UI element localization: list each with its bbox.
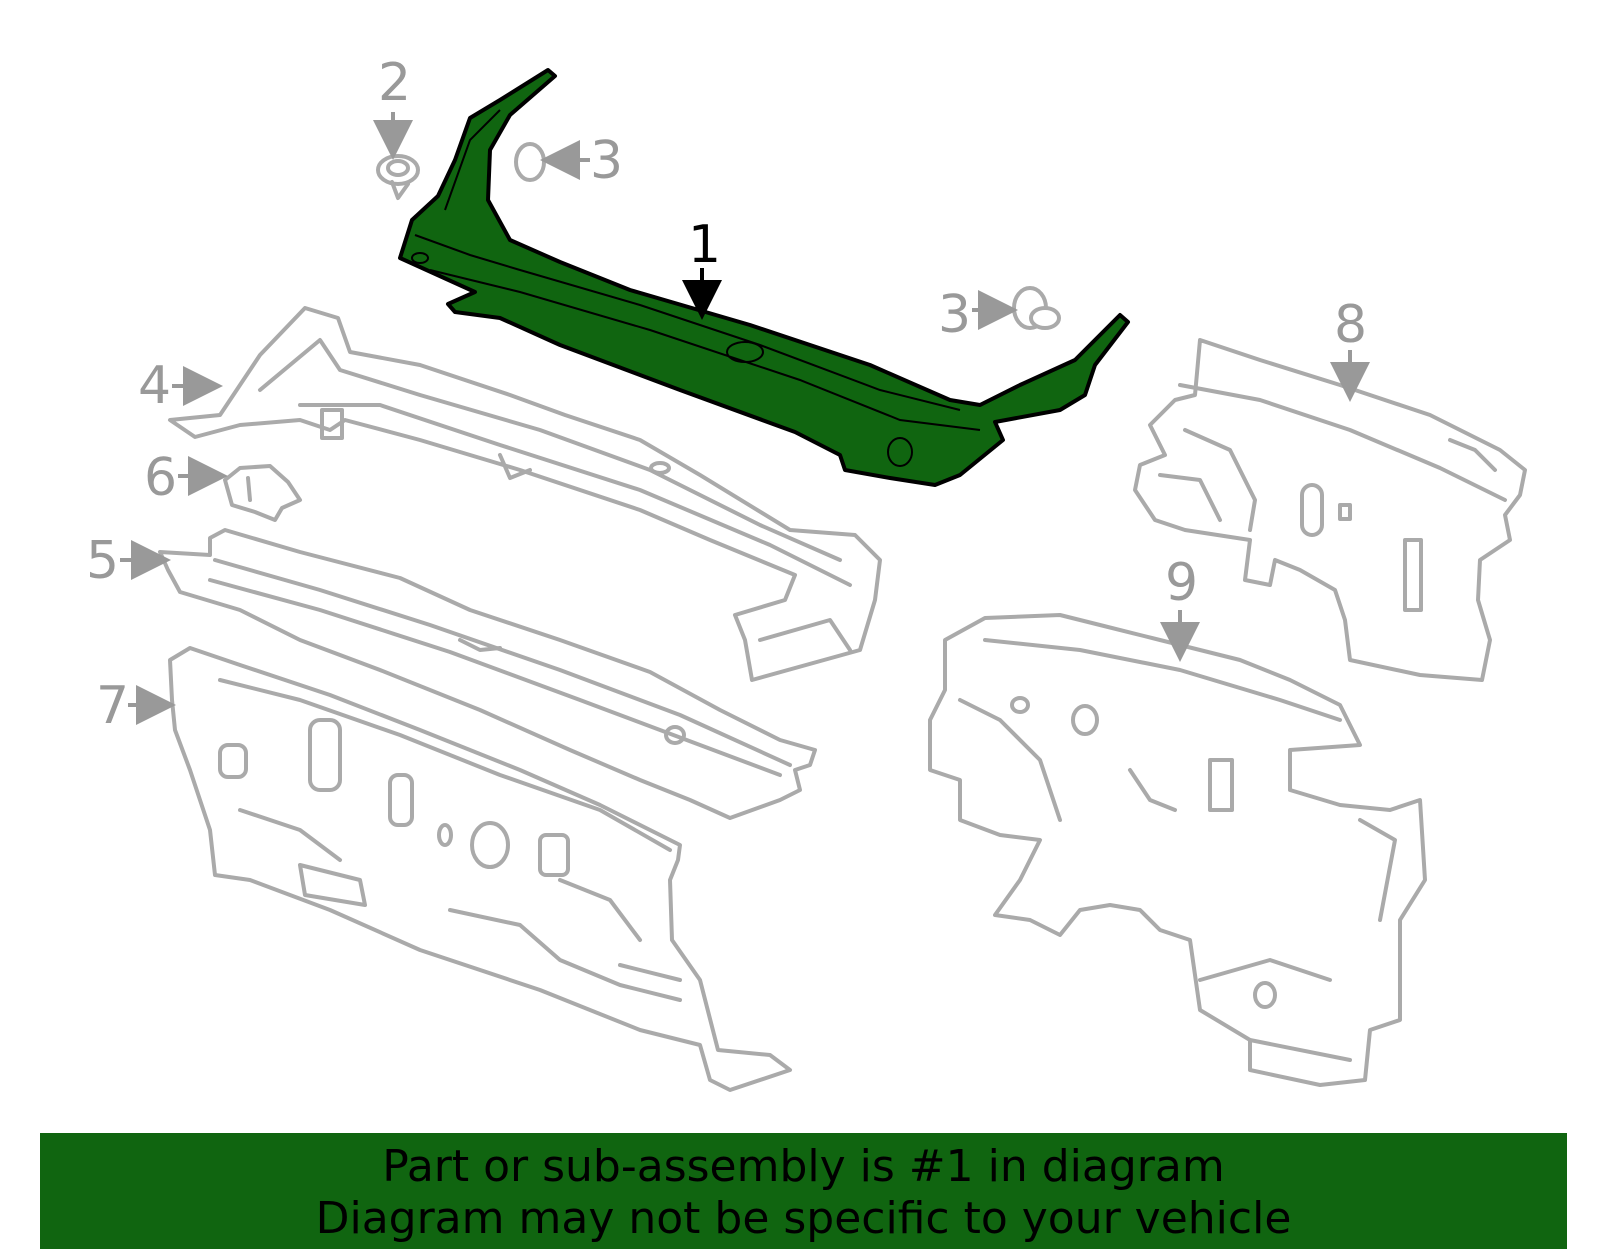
part-9-dash-insulator[interactable] [928, 613, 1427, 1087]
callout-8: 8 [1334, 295, 1367, 355]
part-3-grommet-a[interactable] [514, 142, 546, 182]
callout-7: 7 [96, 676, 129, 736]
callout-6: 6 [144, 448, 177, 508]
callout-5: 5 [86, 531, 119, 591]
banner-line-2: Diagram may not be specific to your vehi… [315, 1193, 1292, 1244]
part-2-clip[interactable] [376, 154, 420, 200]
part-8-insulator[interactable] [1133, 338, 1527, 682]
callout-2: 2 [378, 53, 411, 113]
info-banner: Part or sub-assembly is #1 in diagram Di… [40, 1133, 1567, 1249]
callout-3b: 3 [938, 285, 971, 345]
part-3-grommet-b[interactable] [1012, 286, 1061, 330]
callout-1: 1 [688, 215, 721, 275]
banner-line-1: Part or sub-assembly is #1 in diagram [382, 1141, 1225, 1192]
part-5-lower-cowl[interactable] [158, 528, 817, 820]
part-6-bracket[interactable] [223, 464, 302, 522]
callout-9: 9 [1165, 553, 1198, 613]
callout-3a: 3 [590, 131, 623, 191]
part-7-dash-panel[interactable] [168, 646, 792, 1092]
callout-4: 4 [138, 356, 171, 416]
parts-diagram: 1 2 3 3 4 5 6 7 8 9 [86, 53, 1527, 1092]
part-4-cowl-reinforcement[interactable] [168, 306, 882, 682]
part-1-cowl-panel[interactable] [398, 68, 1130, 487]
